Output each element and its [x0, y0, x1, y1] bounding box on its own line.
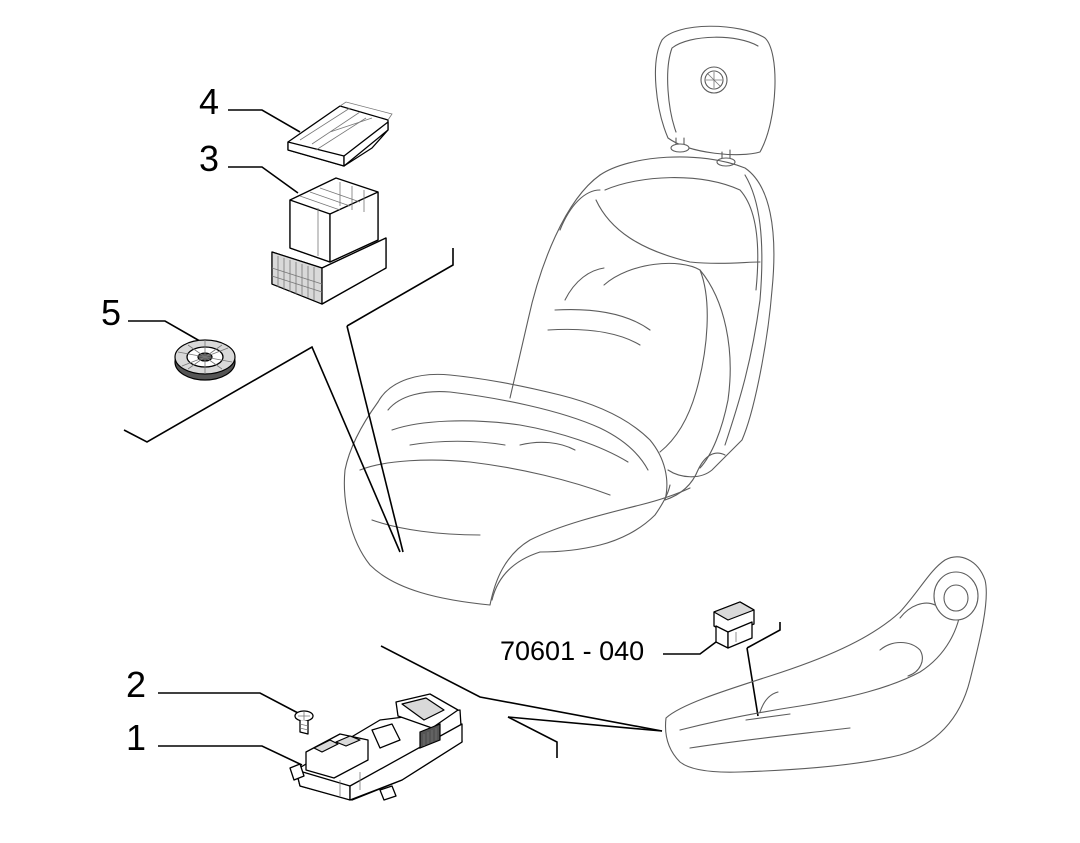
leader-lines — [123, 109, 781, 766]
callout-3: 3 — [199, 138, 220, 179]
backrest — [509, 156, 775, 478]
ref-switch — [713, 601, 755, 649]
callout-1: 1 — [126, 717, 147, 758]
callout-4: 4 — [199, 81, 220, 122]
brand-emblem-icon — [700, 66, 728, 94]
part-1-control-module — [289, 693, 463, 801]
seat-illustration — [343, 25, 776, 606]
callout-5: 5 — [101, 292, 122, 333]
seat-side-trim-panel — [664, 556, 987, 773]
seat-cushion — [343, 373, 726, 606]
headrest — [654, 25, 776, 167]
part-5-round-plate — [174, 339, 236, 381]
callout-2: 2 — [126, 664, 147, 705]
part-2-screw — [294, 710, 314, 735]
callout-reference-part-number: 70601 - 040 — [500, 636, 645, 666]
part-4-cover — [287, 101, 393, 167]
part-3-connector-housing — [271, 177, 387, 305]
